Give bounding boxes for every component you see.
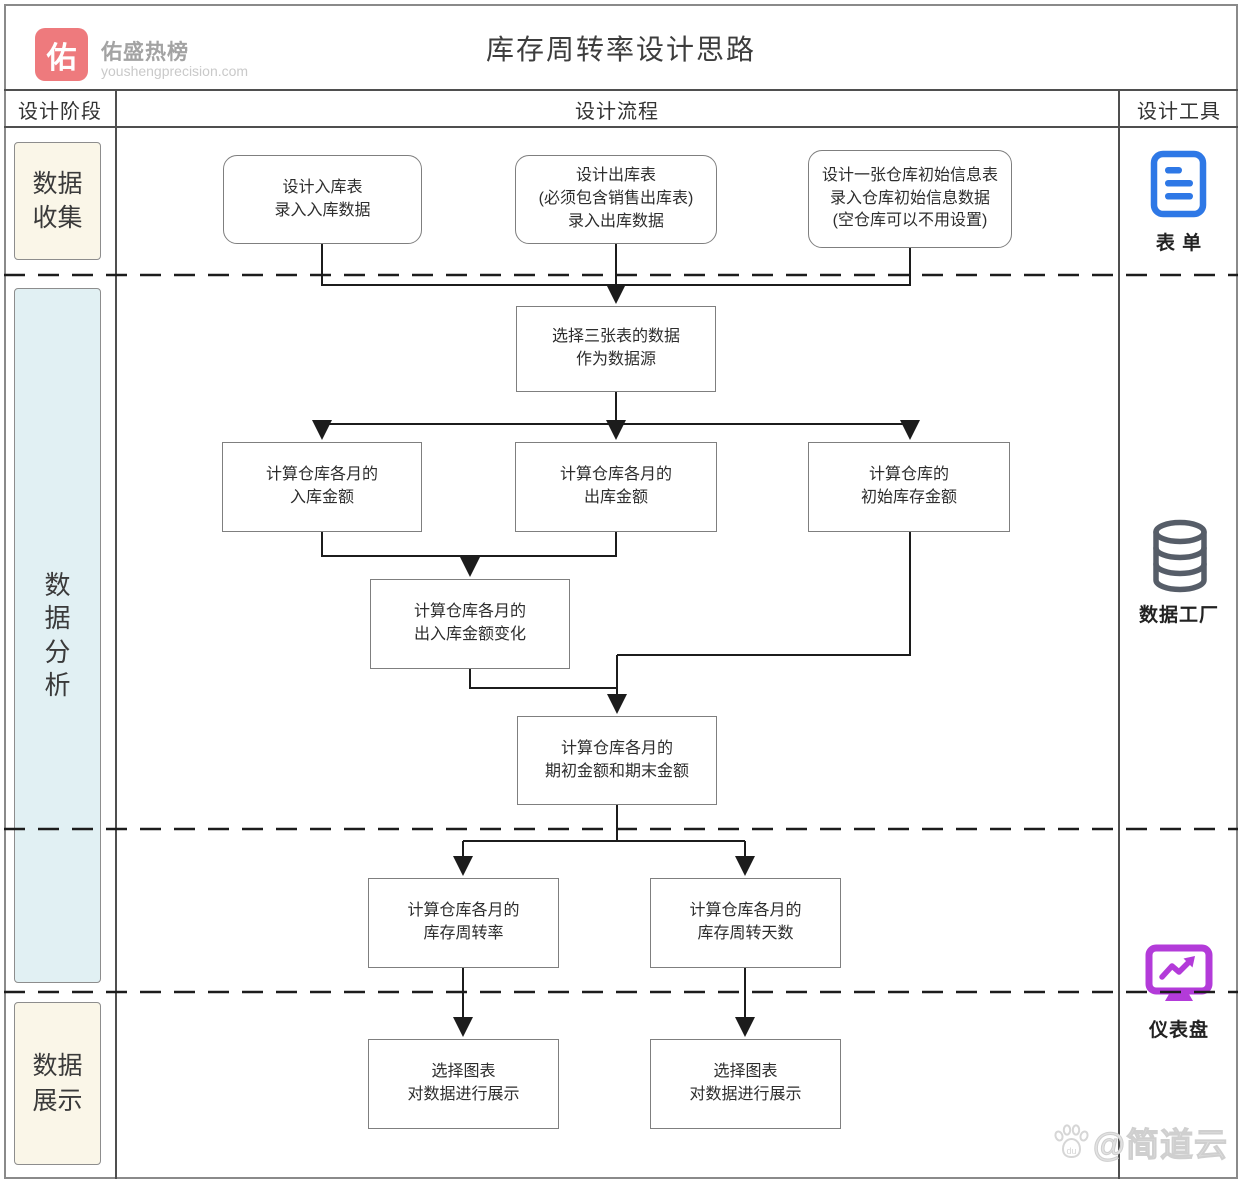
column-header-flow: 设计流程 (575, 101, 659, 123)
header-row-bottom-line (4, 126, 1238, 128)
brand-url: youshengprecision.com (101, 63, 249, 79)
outer-frame (4, 4, 1238, 1179)
tool-label-datafactory: 数据工厂 (1138, 605, 1219, 626)
flow-box-init-amount: 计算仓库的 初始库存金额 (808, 442, 1010, 532)
flow-box-out-table: 设计出库表 (必须包含销售出库表) 录入出库数据 (515, 155, 717, 244)
dashboard-icon (1145, 944, 1213, 1013)
right-column-divider (1118, 89, 1120, 1179)
phase-data-collection: 数据 收集 (14, 142, 101, 260)
watermark: du @简道云 (1051, 1118, 1228, 1166)
paw-du-label: du (1066, 1146, 1076, 1156)
brand-name: 佑盛热榜 (101, 41, 189, 64)
flow-box-amount-change: 计算仓库各月的 出入库金额变化 (370, 579, 570, 669)
phase-data-display: 数据 展示 (14, 1002, 101, 1165)
header-row-top-line (4, 89, 1238, 91)
flow-box-chart-display-1: 选择图表 对数据进行展示 (368, 1039, 559, 1129)
flow-box-in-amount: 计算仓库各月的 入库金额 (222, 442, 422, 532)
brand-logo: 佑 (35, 28, 88, 81)
form-icon (1150, 150, 1207, 223)
phase-data-analysis: 数 据 分 析 (14, 288, 101, 983)
flow-box-in-table: 设计入库表 录入入库数据 (223, 155, 422, 244)
column-header-phase: 设计阶段 (18, 101, 102, 123)
left-column-divider (115, 89, 117, 1179)
brand-logo-char: 佑 (46, 41, 77, 75)
flow-box-out-amount: 计算仓库各月的 出库金额 (515, 442, 717, 532)
tool-label-dashboard: 仪表盘 (1148, 1020, 1209, 1041)
flow-box-period-amount: 计算仓库各月的 期初金额和期末金额 (517, 716, 717, 805)
watermark-text: @简道云 (1092, 1126, 1228, 1164)
flow-box-turnover-rate: 计算仓库各月的 库存周转率 (368, 878, 559, 968)
flow-box-chart-display-2: 选择图表 对数据进行展示 (650, 1039, 841, 1129)
column-header-tools: 设计工具 (1137, 101, 1221, 123)
tool-label-form: 表 单 (1155, 233, 1203, 254)
flow-box-datasource: 选择三张表的数据 作为数据源 (516, 306, 716, 392)
paw-icon: du (1054, 1124, 1089, 1159)
page-title: 库存周转率设计思路 (485, 34, 756, 65)
flow-box-turnover-days: 计算仓库各月的 库存周转天数 (650, 878, 841, 968)
database-icon (1147, 518, 1213, 599)
flow-box-init-table: 设计一张仓库初始信息表 录入仓库初始信息数据 (空仓库可以不用设置) (808, 150, 1012, 248)
